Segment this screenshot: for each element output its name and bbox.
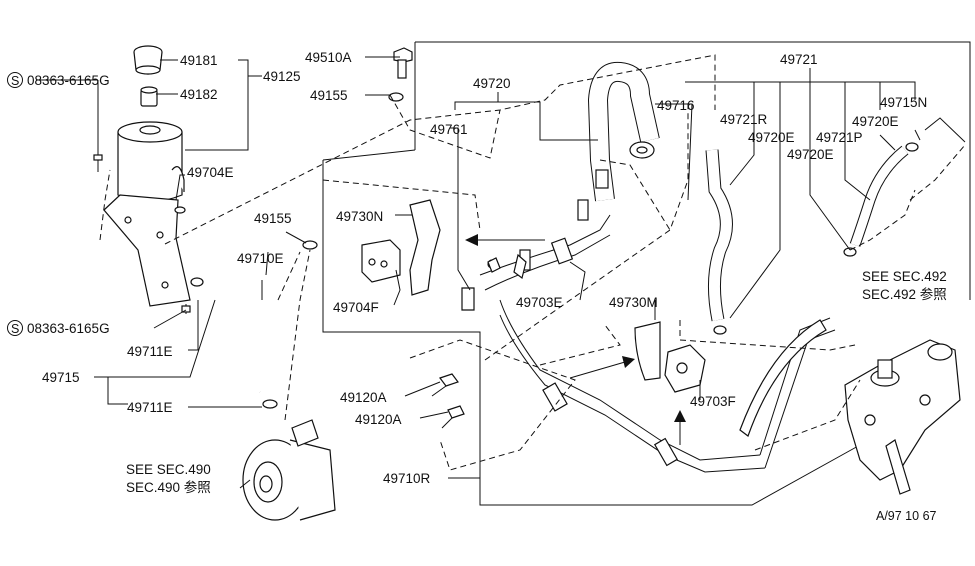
label-49720E-a: 49720E bbox=[748, 130, 795, 145]
s-mark-bottom: S bbox=[11, 322, 19, 336]
label-08363-top: 08363-6165G bbox=[27, 73, 110, 88]
label-49720E-c: 49720E bbox=[787, 147, 834, 162]
label-49703F: 49703F bbox=[690, 394, 736, 409]
assembly-outline bbox=[322, 41, 971, 506]
label-49761: 49761 bbox=[430, 122, 468, 137]
label-49711E-top: 49711E bbox=[127, 344, 173, 359]
label-49730N: 49730N bbox=[336, 209, 383, 224]
label-49704F: 49704F bbox=[333, 300, 379, 315]
label-49155-top: 49155 bbox=[310, 88, 348, 103]
label-49721: 49721 bbox=[780, 52, 818, 67]
part-labels: 49181 49125 08363-6165G 49182 49704E 495… bbox=[27, 50, 947, 523]
label-49155-mid: 49155 bbox=[254, 211, 292, 226]
label-49721R: 49721R bbox=[720, 112, 768, 127]
label-49182: 49182 bbox=[180, 87, 218, 102]
label-49720: 49720 bbox=[473, 76, 511, 91]
sec-492-reference: SEC.492 参照 bbox=[862, 286, 947, 302]
see-sec-490: SEE SEC.490 bbox=[126, 462, 211, 477]
sec-490-reference: SEC.490 参照 bbox=[126, 479, 211, 495]
screw-symbol-bottom: S bbox=[7, 320, 23, 336]
label-49711E-bottom: 49711E bbox=[127, 400, 173, 415]
label-49715: 49715 bbox=[42, 370, 80, 385]
label-49730M: 49730M bbox=[609, 295, 658, 310]
direction-arrows bbox=[465, 234, 686, 445]
dashed-leaders bbox=[99, 54, 966, 471]
screw-symbol-top: S bbox=[7, 72, 23, 88]
pipe-lines bbox=[461, 214, 836, 473]
leader-lines bbox=[36, 56, 921, 489]
label-49510A: 49510A bbox=[305, 50, 352, 65]
label-49120A-top: 49120A bbox=[340, 390, 387, 405]
label-49710E: 49710E bbox=[237, 251, 284, 266]
insulators bbox=[361, 199, 706, 429]
pump-and-hoses bbox=[190, 277, 336, 521]
label-49720E-b: 49720E bbox=[852, 114, 899, 129]
label-49181: 49181 bbox=[180, 53, 218, 68]
label-49721P: 49721P bbox=[816, 130, 863, 145]
pressure-hose bbox=[577, 61, 660, 221]
label-49716: 49716 bbox=[657, 98, 695, 113]
label-49715N: 49715N bbox=[880, 95, 927, 110]
label-49710R: 49710R bbox=[383, 471, 431, 486]
label-49120A-bottom: 49120A bbox=[355, 412, 402, 427]
label-49704E: 49704E bbox=[187, 165, 234, 180]
see-sec-492: SEE SEC.492 bbox=[862, 269, 947, 284]
reservoir-assembly bbox=[93, 45, 191, 314]
steering-gear bbox=[844, 339, 961, 495]
diagram-code: A/97 10 67 bbox=[876, 509, 937, 523]
s-mark-top: S bbox=[11, 74, 19, 88]
label-49703E: 49703E bbox=[516, 295, 563, 310]
label-49125: 49125 bbox=[263, 69, 301, 84]
label-08363-bottom: 08363-6165G bbox=[27, 321, 110, 336]
bolt-49510A bbox=[302, 47, 413, 250]
